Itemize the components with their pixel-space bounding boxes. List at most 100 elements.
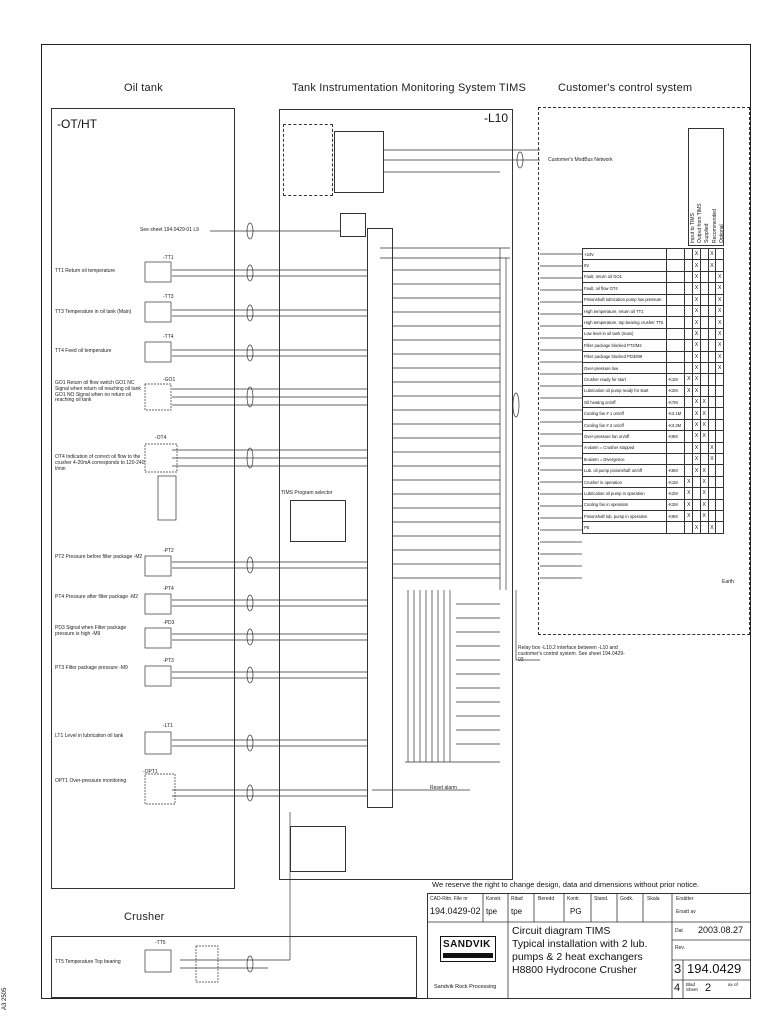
- tb-title-4: H8800 Hydrocone Crusher: [512, 964, 637, 976]
- modbus-label: Customer's ModBus Network: [548, 157, 613, 163]
- tb-rev-label: Rev.: [675, 945, 685, 951]
- sensor-pt2-tag: -PT2: [163, 548, 174, 554]
- tb-ersatter-label: Ersätter: [676, 896, 694, 902]
- program-selector-box: [290, 500, 346, 542]
- tims-title: Tank Instrumentation Monitoring System T…: [292, 82, 526, 94]
- customer-title: Customer's control system: [558, 82, 693, 94]
- oil-tank-code: -OT/HT: [57, 117, 97, 131]
- tb-ersatter-value: Ersatt av: [676, 909, 696, 915]
- tb-skala-label: Skala: [647, 896, 660, 902]
- sensor-ot4-label: OT4 Indication of correct oil flow to th…: [55, 454, 145, 472]
- tb-kontr-value: PG: [570, 907, 582, 916]
- tb-blad-label: Blad Sheet: [686, 982, 698, 992]
- sensor-pt3-label: PT3 Filter package pressure -M9: [55, 665, 128, 671]
- oil-tank-box: [51, 108, 235, 889]
- see-sheet-label: See sheet 194.0429-01 L9: [140, 227, 199, 233]
- signal-ref: -K9M: [666, 509, 686, 523]
- sensor-pd3-label: PD3 Signal when Filter package pressure …: [55, 625, 127, 637]
- side-label: A3 2505: [2, 987, 8, 1010]
- sensor-pt4-tag: -PT4: [163, 586, 174, 592]
- tb-ritad-value: tpe: [511, 907, 523, 916]
- sandvik-logo: SANDVIK: [440, 936, 496, 962]
- disclaimer: We reserve the right to change design, d…: [432, 880, 700, 889]
- customer-box: [538, 107, 750, 635]
- tb-sheet-no: 2: [705, 982, 712, 994]
- sensor-pt3-tag: -PT3: [163, 658, 174, 664]
- tb-bered-label: Beredd: [538, 896, 555, 902]
- signal-mark: [715, 521, 724, 534]
- sensor-go1-label: GO1 Return oil flow switch GO1 NC Signal…: [55, 380, 141, 404]
- sensor-tt3-label: TT3 Temperature in oil tank (Main): [55, 309, 132, 315]
- signal-mark: [715, 509, 724, 523]
- sensor-pt2-label: PT2 Pressure before filter package -M2: [55, 554, 143, 560]
- relay-module: [340, 213, 366, 237]
- tb-date-label: Dat: [675, 928, 683, 934]
- sensor-lt1-tag: -LT1: [163, 723, 173, 729]
- brand-sub: Sandvik Rock Processing: [434, 984, 497, 990]
- tb-konstr-value: tpe: [486, 907, 498, 916]
- brand-name: SANDVIK: [443, 939, 491, 950]
- sensor-tt1-label: TT1 Return oil temperature: [55, 268, 116, 274]
- tb-sheets-count: 4: [674, 982, 681, 994]
- sensor-tt4-tag: -TT4: [163, 334, 174, 340]
- sensor-tt4-label: TT4 Feed oil temperature: [55, 348, 112, 354]
- tb-cad-value: 194.0429-02: [430, 906, 481, 916]
- tims-box: [279, 109, 513, 880]
- earth-label: Earth: [722, 579, 734, 585]
- signal-label: PE: [582, 521, 667, 534]
- sensor-pd3-tag: -PD3: [163, 620, 175, 626]
- table-header-box: [688, 128, 724, 246]
- terminal-strip: [367, 228, 393, 808]
- sensor-ot4-tag: -OT4: [155, 435, 167, 441]
- signal-ref: [666, 521, 686, 534]
- title-block: [427, 893, 751, 999]
- tb-kontr-label: Kontr.: [567, 896, 581, 902]
- sensor-tt1-tag: -TT1: [163, 255, 174, 261]
- table-row: Pinionshaft lubrication pump low pressur…: [582, 293, 724, 306]
- sensor-opt1-label: OPT1 Over-pressure monitoring: [55, 778, 127, 784]
- crusher-terminal-box: [290, 826, 346, 872]
- tb-title-1: Circuit diagram TIMS: [512, 925, 611, 937]
- tb-date: 2003.08.27: [698, 925, 744, 935]
- tb-of-label: av of: [728, 982, 738, 987]
- tb-stand-label: Stand.: [594, 896, 609, 902]
- power-module: [283, 124, 333, 196]
- sensor-tt5-label: TT5 Temperature Top bearing: [55, 959, 121, 965]
- crusher-title: Crusher: [124, 911, 165, 923]
- tb-size: 3: [674, 961, 682, 976]
- relay-note: Relay box -L10.2 interface between -L10 …: [518, 645, 625, 663]
- sensor-tt5-tag: -TT5: [155, 940, 166, 946]
- tb-title-3: pumps & 2 heat exchangers: [512, 951, 643, 963]
- sensor-lt1-label: LT1 Level in lubrication oil tank: [55, 733, 124, 739]
- logo-bar: [443, 953, 493, 958]
- tb-godk-label: Godk.: [620, 896, 634, 902]
- sensor-opt1-tag: -OPT1: [143, 769, 158, 775]
- tb-drawing-no: 194.0429: [687, 961, 742, 976]
- sensor-pt4-label: PT4 Pressure after filter package -M2: [55, 594, 139, 600]
- tb-ritad-label: Ritad: [511, 896, 523, 902]
- sensor-tt3-tag: -TT3: [163, 294, 174, 300]
- reset-label: Reset alarm: [430, 785, 457, 791]
- tb-konstr-label: Konstr.: [486, 896, 502, 902]
- oil-tank-title: Oil tank: [124, 82, 163, 94]
- sensor-go1-tag: -GO1: [163, 377, 176, 383]
- tb-cad-label: CAD-Ritn. File nr: [430, 896, 468, 902]
- tims-code: -L10: [484, 111, 509, 125]
- tb-title-2: Typical installation with 2 lub.: [512, 938, 648, 950]
- drawing-sheet: [41, 44, 751, 999]
- program-selector-label: TIMS Program selector: [281, 490, 333, 496]
